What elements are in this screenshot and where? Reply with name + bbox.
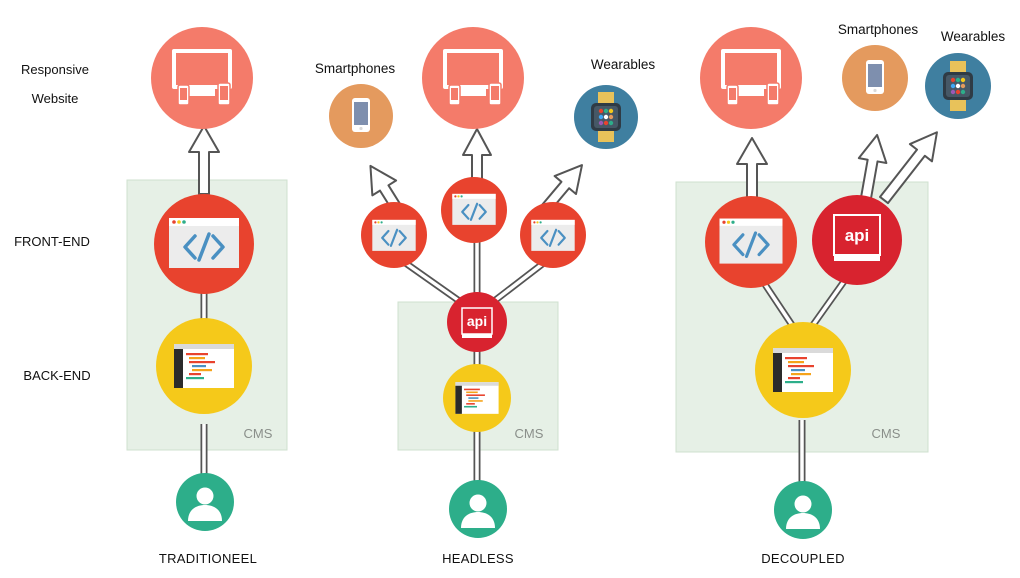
arrow-to-wearable-decoupled [879, 131, 938, 205]
traditional-column: CMS TRADITIONEEL [126, 27, 288, 566]
api-badge [461, 307, 493, 335]
cms-label-headless: CMS [515, 426, 544, 441]
responsive-website-label-line2: Website [32, 91, 79, 106]
cms-label-traditional: CMS [244, 426, 273, 441]
arrow-to-smartphone-decoupled [857, 133, 888, 200]
arrow-up-headless-center [462, 128, 492, 186]
column-title-headless: HEADLESS [442, 551, 514, 566]
front-end-label: FRONT-END [14, 234, 90, 249]
smartphone-icon [352, 98, 370, 132]
code-editor-icon [174, 344, 234, 388]
code-window-icon [717, 217, 785, 266]
responsive-website-label-line1: Responsive [21, 62, 89, 77]
arrow-up-decoupled [736, 137, 768, 201]
wearables-label-headless: Wearables [591, 57, 656, 72]
smartphone-icon [866, 60, 884, 94]
connector [759, 277, 848, 484]
api-label-headless: api [467, 313, 487, 329]
code-window-icon [451, 192, 497, 226]
column-title-traditional: TRADITIONEEL [159, 551, 257, 566]
wearables-label-decoupled: Wearables [941, 29, 1006, 44]
decoupled-column: CMS Smartphones Wearables [675, 22, 1006, 566]
smartphones-label-decoupled: Smartphones [838, 22, 919, 37]
code-editor-icon [773, 348, 833, 392]
arrow-up-traditional [188, 125, 220, 195]
api-label-decoupled: api [845, 226, 870, 245]
back-end-label: BACK-END [23, 368, 90, 383]
api-badge-base [462, 334, 492, 338]
code-window-icon [371, 218, 417, 252]
api-badge [833, 214, 881, 256]
code-window-icon [167, 216, 241, 270]
code-window-icon [530, 218, 576, 252]
column-title-decoupled: DECOUPLED [761, 551, 845, 566]
code-editor-icon [455, 382, 499, 414]
api-badge-base [834, 255, 880, 261]
smartphones-label-headless: Smartphones [315, 61, 396, 76]
cms-label-decoupled: CMS [872, 426, 901, 441]
headless-column: CMS Smartphones W [315, 27, 656, 566]
